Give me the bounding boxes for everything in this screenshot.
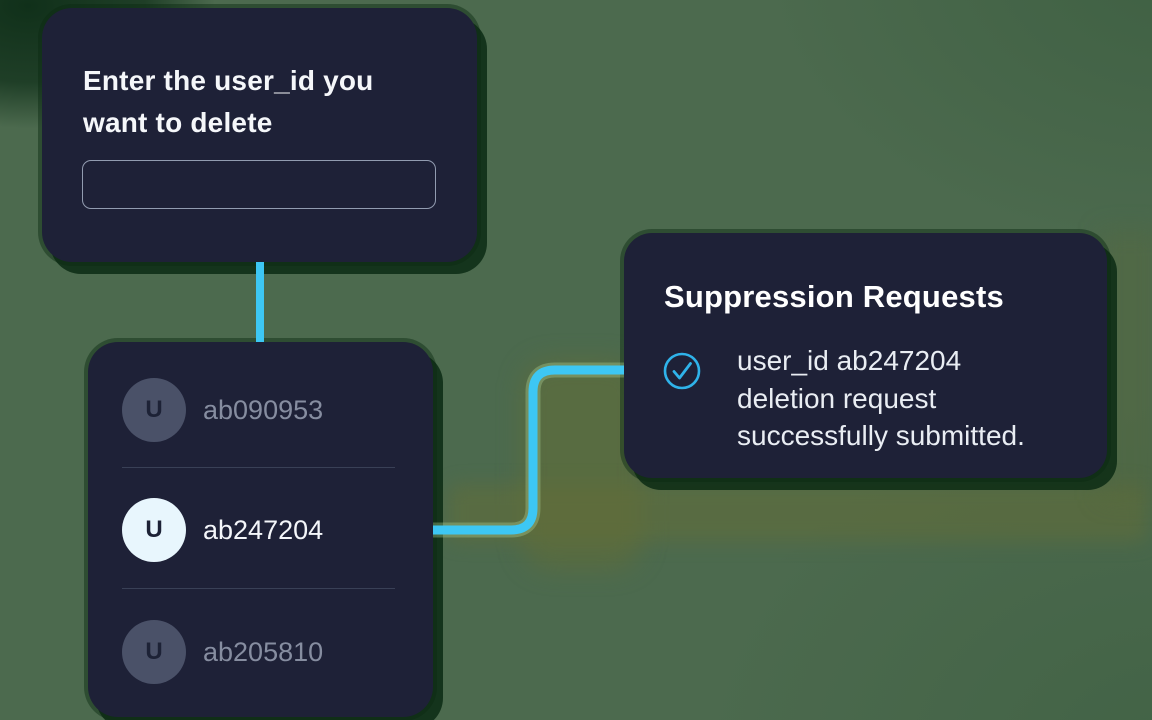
list-divider xyxy=(122,467,395,468)
prompt-title: Enter the user_id you want to delete xyxy=(83,60,374,144)
suppression-requests-card: Suppression Requests user_id ab247204 de… xyxy=(624,233,1107,478)
result-message-line2: deletion request xyxy=(737,382,937,414)
user-id-input[interactable] xyxy=(82,160,436,209)
user-id-label: ab090953 xyxy=(203,394,324,425)
result-message: user_id ab247204 deletion request succes… xyxy=(737,342,1025,455)
user-list-card: U ab090953 U ab247204 U ab205810 xyxy=(88,342,433,717)
user-list-item[interactable]: U ab205810 xyxy=(122,620,397,684)
result-card-title: Suppression Requests xyxy=(664,279,1004,314)
avatar-letter: U xyxy=(145,396,163,423)
prompt-title-line2: want to delete xyxy=(83,107,273,138)
result-message-line3: successfully submitted. xyxy=(737,420,1025,451)
user-id-label: ab247204 xyxy=(203,514,324,545)
list-divider xyxy=(122,588,395,589)
user-id-prompt-card: Enter the user_id you want to delete xyxy=(42,8,477,262)
user-id-label: ab205810 xyxy=(203,636,324,667)
user-list-item[interactable]: U ab247204 xyxy=(122,498,397,562)
user-avatar: U xyxy=(122,620,186,684)
avatar-letter: U xyxy=(145,638,163,665)
check-circle-icon xyxy=(663,352,701,390)
user-avatar: U xyxy=(122,498,186,562)
result-message-line1: user_id ab247204 xyxy=(737,345,962,376)
user-list-item[interactable]: U ab090953 xyxy=(122,378,397,442)
avatar-letter: U xyxy=(145,516,163,543)
prompt-title-line1: Enter the user_id you xyxy=(83,65,374,96)
user-avatar: U xyxy=(122,378,186,442)
